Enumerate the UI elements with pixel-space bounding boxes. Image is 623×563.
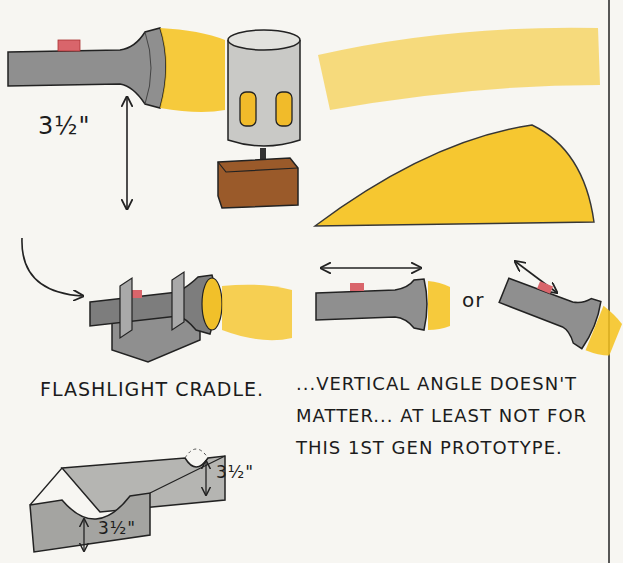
dimension-label: 3½" [216,462,276,482]
connector-word: or [462,288,502,312]
cradle-block [30,449,225,552]
motion-arrow [322,267,420,269]
margin-line [608,0,610,563]
flashlight [8,28,166,108]
flashlight-cradle [90,272,222,362]
dimension-label: 3½" [98,518,158,538]
light-beam [315,125,594,226]
dimension-label: 3½" [38,112,118,140]
light-beam [428,281,450,330]
light-beam [222,285,292,341]
lantern-cylinder [228,30,300,162]
flashlight [316,279,427,330]
wood-stand [218,158,298,208]
light-beam [160,28,225,112]
part-name: FLASHLIGHT CRADLE. [40,378,270,400]
pointer-arrow [22,238,82,296]
note-text: ...VERTICAL ANGLE DOESN'T MATTER... AT L… [296,368,601,464]
light-beam [318,28,600,110]
dimension-arrow [126,98,128,208]
flashlight [495,266,623,359]
